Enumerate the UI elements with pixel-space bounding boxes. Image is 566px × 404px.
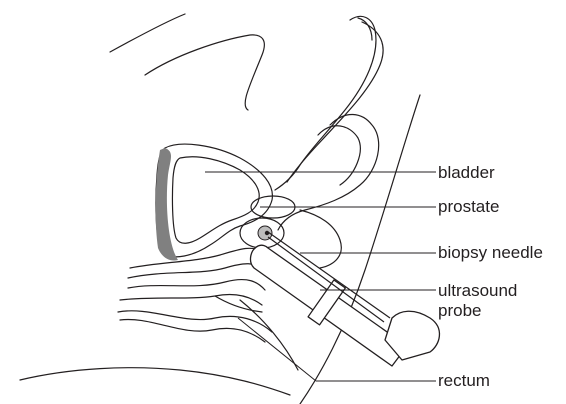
pubic-bone — [275, 16, 376, 190]
pubic-bone-inner — [287, 22, 383, 182]
abdomen-outline — [110, 14, 185, 52]
label-ultrasound-probe-line1: ultrasound — [438, 281, 517, 301]
fold-1 — [130, 248, 262, 268]
fold-2 — [128, 264, 262, 278]
fold-7 — [215, 296, 262, 312]
bladder-inner-wall — [172, 157, 259, 244]
leader-rectum — [238, 318, 316, 381]
label-prostate: prostate — [438, 197, 499, 217]
label-biopsy-needle: biopsy needle — [438, 243, 543, 263]
pubic-bone-edge — [358, 18, 372, 40]
lower-body-contour — [20, 368, 290, 395]
abdomen-contour — [145, 35, 264, 110]
label-bladder: bladder — [438, 163, 495, 183]
label-rectum: rectum — [438, 371, 490, 391]
label-ultrasound-probe: ultrasound probe — [438, 281, 517, 321]
bladder-wall-shade — [156, 148, 178, 261]
label-ultrasound-probe-line2: probe — [438, 301, 517, 321]
fold-4 — [120, 294, 262, 305]
fold-5 — [118, 311, 272, 332]
fold-3 — [128, 280, 265, 290]
